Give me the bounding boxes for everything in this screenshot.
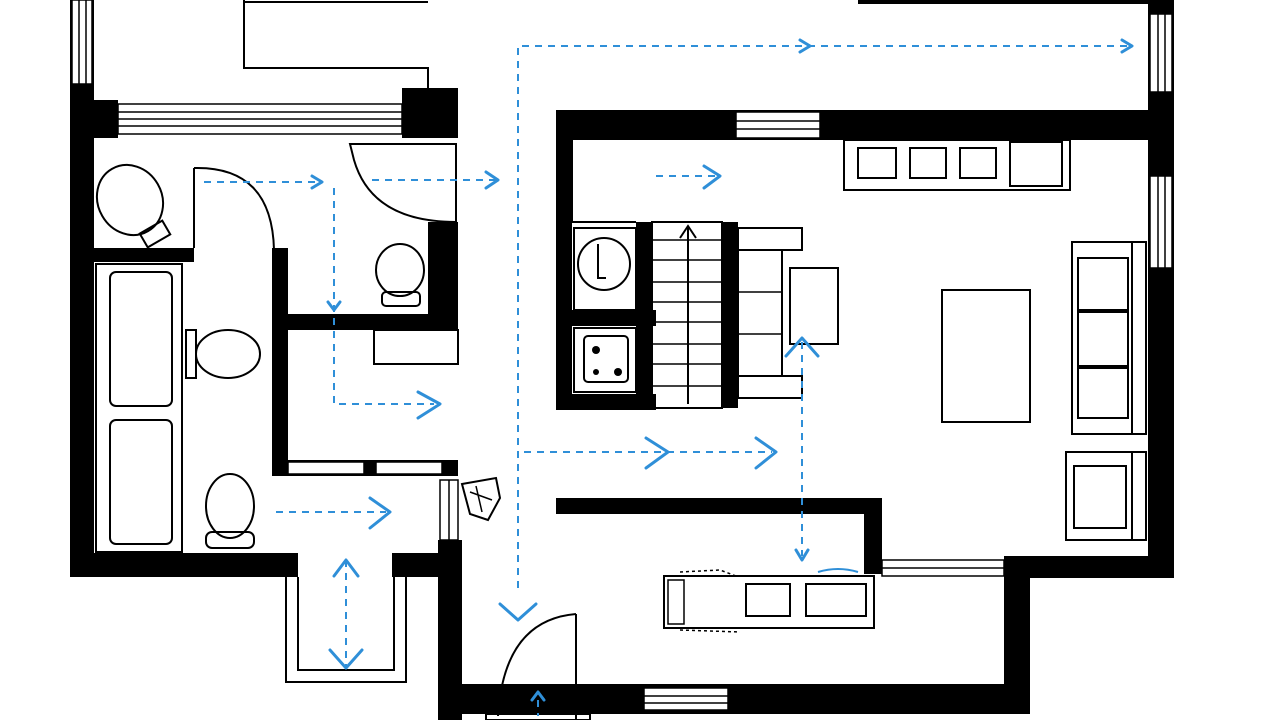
bathroom-top-wall-right xyxy=(402,88,458,138)
arrowhead-utility xyxy=(702,164,722,190)
arrowhead-lower-bath xyxy=(368,496,392,530)
bottom-left-exterior-wall xyxy=(70,553,298,577)
stair-railing xyxy=(737,227,839,399)
flow-path-top xyxy=(517,45,1130,588)
arrowhead-kitchen-up xyxy=(784,336,820,358)
flow-path-bath-down xyxy=(333,188,434,405)
bathroom-door xyxy=(193,166,275,474)
walls xyxy=(70,0,1174,720)
bay-inner-outline xyxy=(297,577,395,671)
utility-right-wall xyxy=(636,222,652,408)
right-lower-exterior-wall xyxy=(1004,556,1030,714)
utility-sink xyxy=(573,227,637,311)
arrowhead-bath-corner xyxy=(326,300,342,312)
arrowhead-top-right xyxy=(1120,38,1134,54)
armchair xyxy=(1065,451,1147,541)
living-top-window xyxy=(735,111,821,139)
right-bottom-return-wall xyxy=(1004,556,1174,578)
hall-window xyxy=(287,461,443,475)
left-exterior-wall xyxy=(70,85,94,577)
toilet-stall xyxy=(375,243,425,307)
kitchen-top-wall xyxy=(556,498,882,514)
right-exterior-wall xyxy=(1148,0,1174,578)
stove xyxy=(573,327,637,393)
room-outlines xyxy=(243,0,636,683)
stair-right-wall xyxy=(722,222,738,408)
staircase xyxy=(651,221,723,409)
doors xyxy=(193,143,591,720)
toilet-wall-right xyxy=(428,222,458,314)
utility-upper-niche xyxy=(571,140,636,223)
arrowhead-top-mid xyxy=(798,38,812,54)
arrowhead-hall xyxy=(416,390,442,420)
kitchen-right-wall xyxy=(864,498,882,574)
bay-outline xyxy=(285,553,407,683)
arrowhead-living-2 xyxy=(754,436,778,470)
entry-side-window xyxy=(439,479,459,541)
arrowhead-entry-up xyxy=(530,690,546,702)
top-wall-right-stub xyxy=(858,0,1174,4)
toilet-door xyxy=(348,143,457,224)
bathroom-window xyxy=(117,103,403,135)
arrowhead-bay-down xyxy=(328,648,364,670)
bathroom-top-wall-left xyxy=(94,100,118,138)
upper-right-window xyxy=(1149,13,1173,93)
fixtures xyxy=(95,139,1147,633)
utility-divider xyxy=(572,310,656,326)
circulation-arrows xyxy=(204,38,1134,716)
living-top-wall xyxy=(556,110,1174,140)
arrowhead-kitchen-down xyxy=(794,548,810,562)
tv-console xyxy=(843,139,1071,191)
kitchen-counter xyxy=(663,568,875,633)
arrowhead-bath-top xyxy=(310,174,324,190)
utility-bottom-wall xyxy=(556,394,656,410)
arrowhead-bath-door xyxy=(484,170,500,190)
coffee-table xyxy=(941,289,1031,423)
arrowhead-bay-up xyxy=(332,558,360,578)
living-right-window xyxy=(1149,175,1173,269)
bathtub xyxy=(95,263,183,553)
arrowhead-living-1 xyxy=(644,436,670,470)
bathroom-sink xyxy=(185,329,261,379)
windows xyxy=(71,0,1173,711)
bottom-exterior-wall xyxy=(438,684,1030,714)
toilet-wall-horizontal xyxy=(272,314,458,330)
arrowhead-entry-down xyxy=(498,602,538,622)
coat-rack xyxy=(460,476,502,522)
toilet-bathroom-top xyxy=(95,163,172,249)
toilet-wall-vertical xyxy=(272,248,288,474)
kitchen-window xyxy=(881,559,1005,577)
bathroom-storage xyxy=(373,329,459,365)
upper-room-outline xyxy=(243,0,429,88)
living-left-wall xyxy=(556,110,572,408)
toilet-bathroom-bottom xyxy=(205,473,255,549)
upper-left-window xyxy=(71,0,93,85)
bath-partition xyxy=(94,248,194,262)
bottom-window xyxy=(643,687,729,711)
sofa xyxy=(1071,241,1147,435)
